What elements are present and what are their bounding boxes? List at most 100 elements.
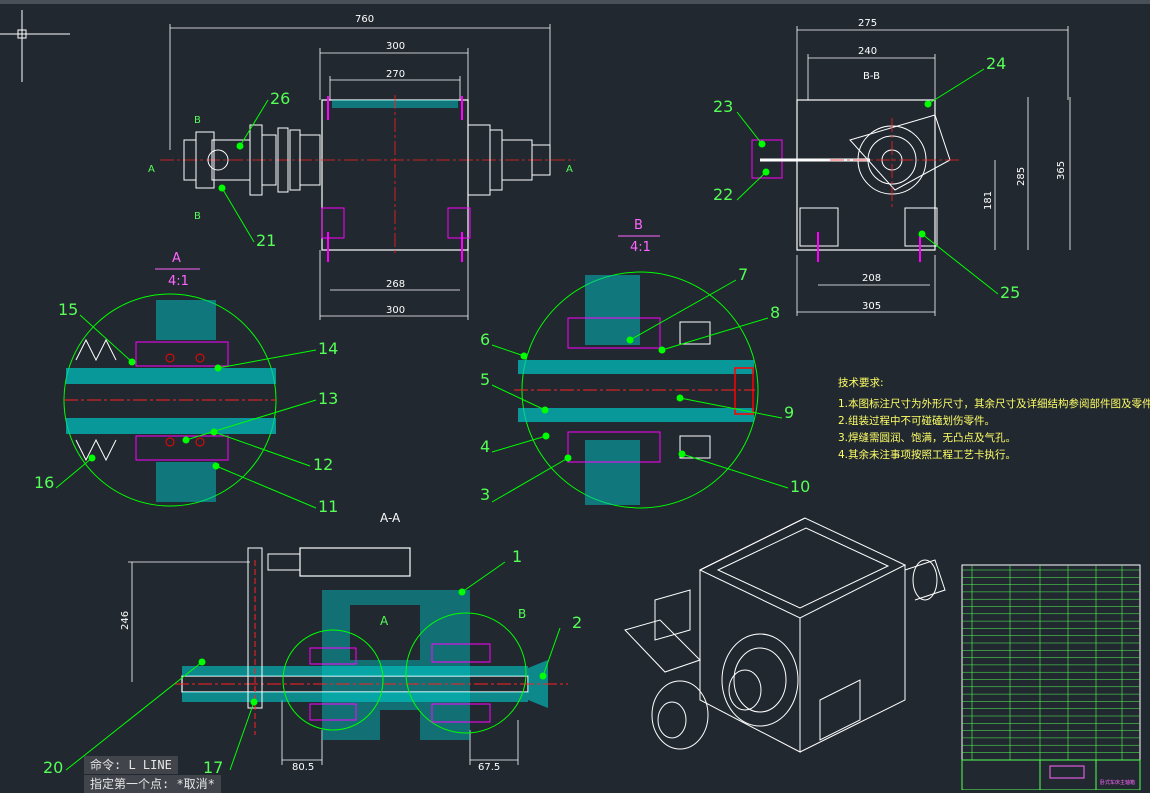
balloon-2: 2 [572, 613, 582, 632]
balloon-15: 15 [58, 300, 78, 319]
cut-a-right: A [566, 164, 573, 175]
detail-a-scale: 4:1 [168, 274, 189, 289]
leader-dot-3 [564, 454, 572, 462]
title-block-drawing-name: 卧式车床主轴箱 [1100, 779, 1135, 786]
leader-17 [229, 701, 255, 771]
balloon-5: 5 [480, 370, 490, 389]
leader-20 [65, 661, 203, 771]
tech-item-2: 2.组装过程中不可碰磕划伤零件。 [838, 414, 995, 427]
balloon-14: 14 [318, 339, 338, 358]
leader-dot-12 [210, 428, 218, 436]
leader-13 [185, 399, 317, 441]
leader-dot-25 [918, 230, 926, 238]
leader-dot-8 [658, 346, 666, 354]
leader-21 [221, 187, 255, 243]
dim-front-base: 300 [386, 305, 405, 316]
leader-dot-20 [198, 658, 206, 666]
leader-dot-24 [924, 100, 932, 108]
balloon-10: 10 [790, 477, 810, 496]
leader-14 [217, 349, 317, 369]
leader-15 [79, 314, 133, 363]
leader-2 [542, 627, 561, 677]
leader-dot-2 [539, 672, 547, 680]
leader-16 [55, 457, 93, 489]
leader-23 [736, 111, 763, 145]
balloon-17: 17 [203, 758, 223, 777]
tech-title: 技术要求: [838, 376, 884, 389]
balloon-1: 1 [512, 547, 522, 566]
title-block: 卧式车床主轴箱 [961, 564, 1141, 790]
leader-dot-22 [762, 168, 770, 176]
section-aa-label: A-A [380, 511, 401, 525]
top-bar [0, 0, 1150, 4]
leader-dot-5 [541, 406, 549, 414]
leader-dot-7 [626, 336, 634, 344]
dim-front-body: 300 [386, 41, 405, 52]
balloon-16: 16 [34, 473, 54, 492]
side-view: 275 240 B-B 365 285 181 208 305 [751, 18, 1071, 316]
cut-b-top: B [194, 115, 201, 126]
crosshair-cursor [0, 10, 70, 82]
balloon-4: 4 [480, 437, 490, 456]
leader-dot-15 [128, 358, 136, 366]
command-prompt[interactable]: 指定第一个点: *取消* [84, 775, 221, 793]
technical-requirements: 技术要求: 1.本图标注尺寸为外形尺寸，其余尺寸及详细结构参阅部件图及零件图。 … [838, 376, 1150, 461]
balloon-26: 26 [270, 89, 290, 108]
leader-dot-1 [458, 588, 466, 596]
dim-aa-left-offset: 80.5 [292, 762, 314, 773]
tech-item-1: 1.本图标注尺寸为外形尺寸，其余尺寸及详细结构参阅部件图及零件图。 [838, 397, 1150, 410]
leader-9 [679, 397, 783, 419]
leader-dot-21 [218, 184, 226, 192]
leader-dot-6 [520, 352, 528, 360]
leader-12 [213, 431, 311, 467]
balloon-25: 25 [1000, 283, 1020, 302]
leader-dot-23 [758, 140, 766, 148]
balloon-3: 3 [480, 485, 490, 504]
balloon-11: 11 [318, 497, 338, 516]
section-aa: A-A 246 80.5 67.5 A B [120, 511, 568, 773]
dim-aa-right-offset: 67.5 [478, 762, 500, 773]
dim-front-overall: 760 [355, 14, 374, 25]
leader-dot-11 [212, 462, 220, 470]
aa-detail-a-mark: A [380, 614, 389, 628]
leader-11 [215, 465, 317, 509]
dim-side-inner: 240 [858, 46, 877, 57]
balloon-6: 6 [480, 330, 490, 349]
dim-front-inner: 270 [386, 69, 405, 80]
detail-a-letter: A [172, 251, 181, 266]
tech-item-3: 3.焊缝需圆润、饱满，无凸点及气孔。 [838, 431, 1016, 444]
balloon-20: 20 [43, 758, 63, 777]
detail-b-letter: B [634, 218, 643, 233]
leader-4 [491, 435, 547, 453]
leader-dot-16 [88, 454, 96, 462]
leader-24 [927, 68, 985, 105]
dim-aa-height: 246 [120, 611, 131, 630]
leader-6 [491, 344, 525, 357]
leader-dot-9 [676, 394, 684, 402]
dim-front-base-inner: 268 [386, 279, 405, 290]
leader-1 [461, 561, 506, 593]
dim-side-height-total: 365 [1056, 161, 1067, 180]
leader-dot-14 [214, 364, 222, 372]
leader-8 [661, 317, 769, 351]
front-view: 760 300 270 268 300 [148, 14, 575, 320]
balloon-24: 24 [986, 54, 1006, 73]
section-bb-label: B-B [863, 71, 880, 82]
cut-b-bottom: B [194, 211, 201, 222]
leader-dot-17 [250, 698, 258, 706]
detail-b-scale: 4:1 [630, 240, 651, 255]
dim-side-base-inner: 208 [862, 273, 881, 284]
balloon-9: 9 [784, 403, 794, 422]
balloon-22: 22 [713, 185, 733, 204]
tech-item-4: 4.其余未注事项按照工程工艺卡执行。 [838, 448, 1016, 461]
balloon-23: 23 [713, 97, 733, 116]
isometric-view [624, 517, 946, 753]
detail-a: A 4:1 [63, 251, 277, 507]
balloon-13: 13 [318, 389, 338, 408]
leader-10 [681, 453, 789, 489]
leader-dot-10 [678, 450, 686, 458]
leader-3 [491, 457, 569, 503]
leader-22 [736, 171, 767, 201]
